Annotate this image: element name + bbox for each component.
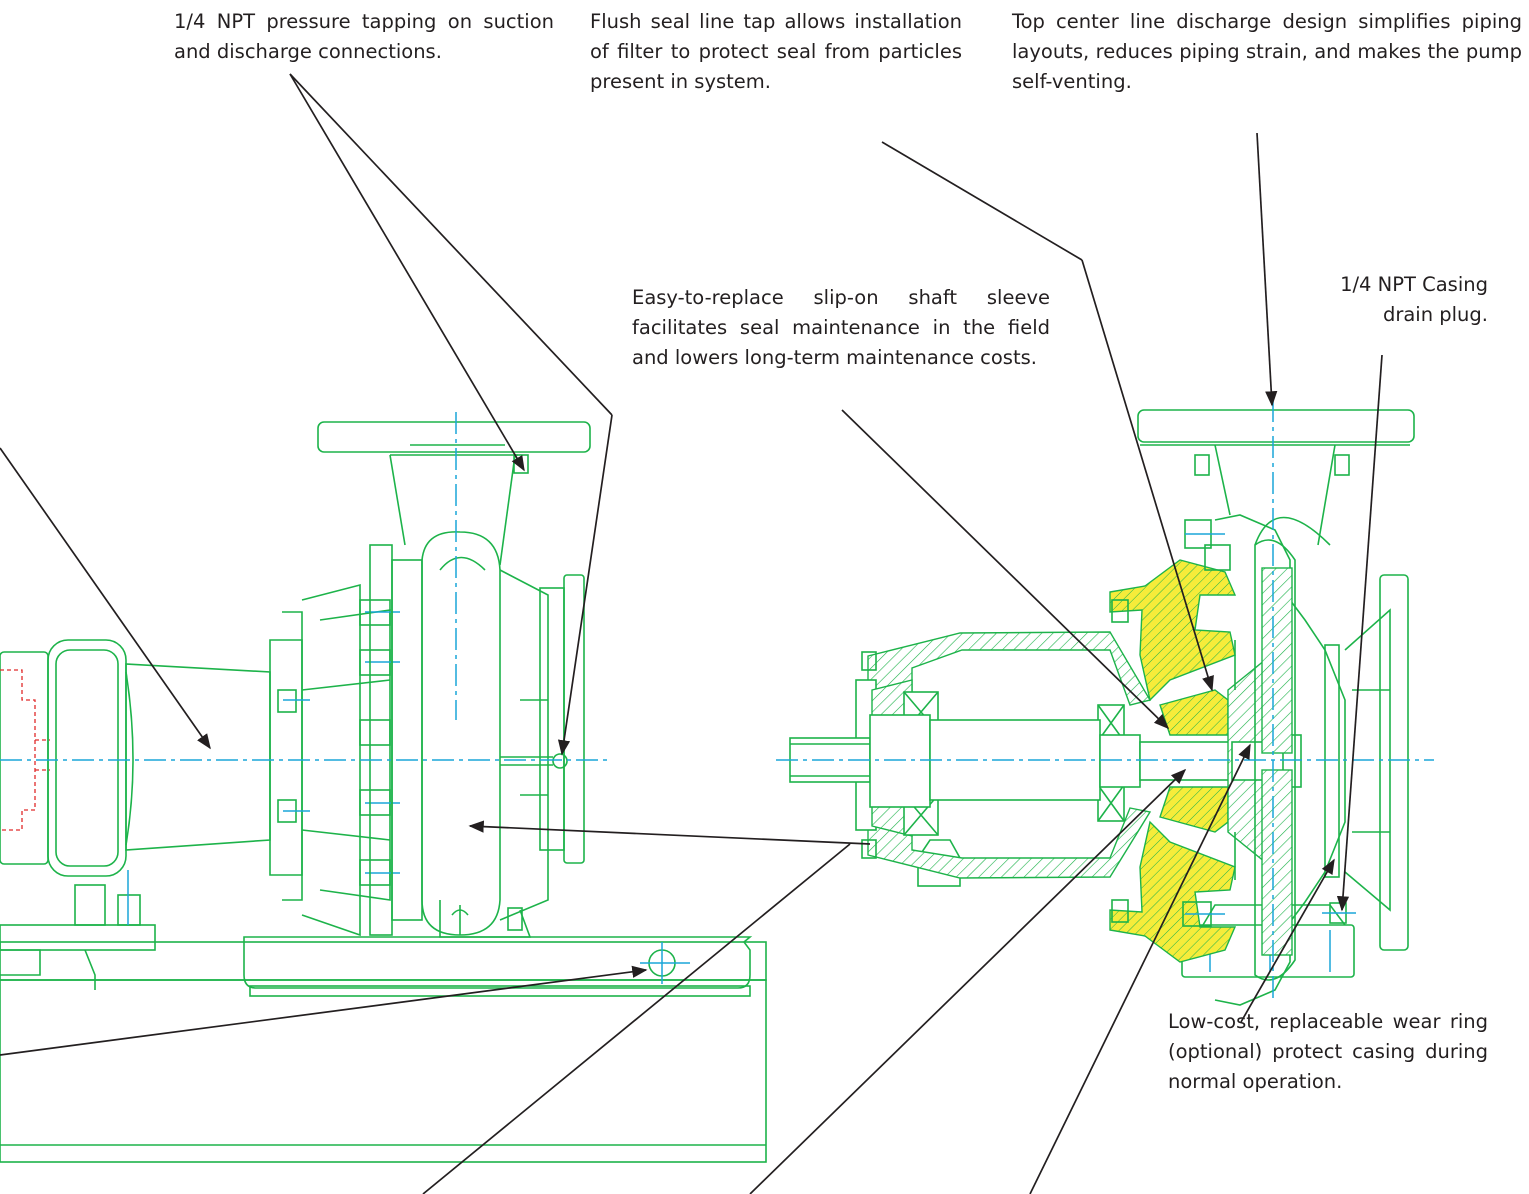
leader-drain-plug — [1336, 354, 1383, 912]
casing-wall-upper — [1261, 567, 1293, 754]
leader-top-discharge — [1256, 132, 1278, 407]
sectional-view — [776, 400, 1434, 1006]
callout-pressure-tapping: 1/4 NPT pressure tapping on suction and … — [174, 10, 554, 63]
leader-bottom-1 — [422, 843, 851, 1194]
sectional-discharge-flange — [1137, 409, 1415, 443]
suction-flange — [563, 574, 585, 864]
sectional-suction-flange — [1379, 574, 1409, 951]
bearing-frame — [867, 631, 1152, 879]
leader-wear-ring — [1240, 858, 1335, 1023]
leader-base-hole — [0, 965, 648, 1056]
callout-drain-plug: 1/4 NPT Casing drain plug. — [1340, 273, 1488, 326]
casing-wall-lower — [1261, 769, 1293, 956]
adapter-lower — [1109, 820, 1237, 963]
leader-shaft-sleeve — [841, 409, 1170, 730]
seal-upper — [1159, 689, 1229, 736]
callout-top-discharge: Top center line discharge design simplif… — [1012, 10, 1522, 93]
leader-flush-seal — [881, 141, 1083, 261]
shaft-sleeve — [1139, 741, 1231, 781]
callout-wear-ring: Low-cost, replaceable wear ring (optiona… — [1168, 1010, 1488, 1093]
callout-shaft-sleeve: Easy-to-replace slip-on shaft sleeve fac… — [632, 286, 1050, 369]
discharge-flange — [317, 421, 591, 453]
wear-ring — [1324, 644, 1340, 878]
leader-discharge-tap — [289, 73, 525, 472]
leader-lines — [0, 73, 1383, 1194]
base-plate-top — [0, 941, 767, 981]
leader-volute — [468, 820, 871, 845]
suction-tap — [552, 753, 568, 769]
leader-bottom-2 — [749, 768, 1187, 1194]
callout-flush-seal: Flush seal line tap allows installation … — [590, 10, 962, 93]
side-elevation-view — [0, 412, 767, 1163]
leader-to-suction-tap — [289, 73, 613, 416]
leader-bearing-frame — [0, 447, 211, 750]
base-plate — [0, 979, 767, 1163]
leader-bottom-3 — [1029, 743, 1251, 1194]
